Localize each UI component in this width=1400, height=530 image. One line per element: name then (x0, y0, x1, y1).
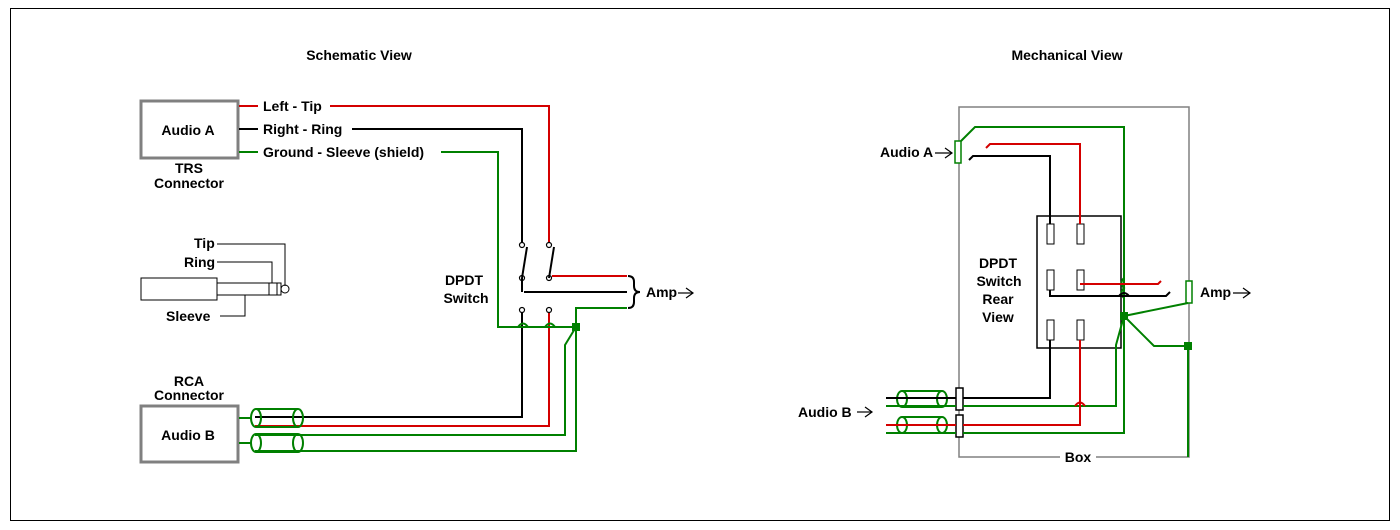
switch-label-line1: DPDT (979, 255, 1018, 271)
trs-plug-icon (140, 243, 290, 317)
mech-audio-a-arrow-icon (935, 147, 954, 159)
mech-audio-b-label: Audio B (798, 404, 852, 420)
dpdt-switch-schematic (518, 241, 555, 314)
schematic-title: Schematic View (306, 47, 412, 63)
amp-jack (1185, 280, 1193, 304)
mech-left-wire (886, 143, 1162, 426)
left-tip-wire (239, 105, 627, 427)
trs-label-line1: TRS (175, 160, 203, 176)
switch-label-line3: Rear (982, 291, 1014, 307)
audio-b-jack-1 (955, 387, 964, 411)
right-ring-label: Right - Ring (263, 121, 342, 137)
mech-ground-wire (886, 126, 1189, 457)
right-ring-wire (239, 128, 627, 418)
mech-audio-a-label: Audio A (880, 144, 933, 160)
left-tip-label: Left - Tip (263, 98, 322, 114)
schematic-view: Schematic View Audio A TRS Connector Lef… (139, 47, 695, 464)
amp-brace (627, 275, 641, 309)
rca-label-line2: Connector (154, 387, 225, 403)
audio-a-jack (954, 140, 962, 164)
ground-junction (572, 323, 580, 331)
plug-tip-label: Tip (194, 235, 215, 251)
switch-label-line2: Switch (976, 273, 1021, 289)
mechanical-view: Mechanical View Box DPDT Switch Rear Vie… (798, 47, 1252, 465)
box-label-bg (1060, 449, 1096, 465)
rca-shield-icon (239, 408, 304, 453)
mechanical-title: Mechanical View (1011, 47, 1122, 63)
switch-lugs (1046, 223, 1085, 341)
audio-b-label: Audio B (161, 427, 215, 443)
audio-b-box (139, 404, 240, 464)
diagram-frame (10, 8, 1390, 521)
dpdt-label-line1: DPDT (445, 272, 484, 288)
audio-a-box (139, 99, 240, 160)
ground-sleeve-wire (239, 151, 627, 452)
audio-b-jack-2 (955, 414, 964, 438)
amp-arrow-icon (678, 287, 695, 299)
plug-ring-label: Ring (184, 254, 215, 270)
mech-ground-junction-2 (1184, 342, 1192, 350)
trs-label-line2: Connector (154, 175, 225, 191)
dpdt-label-line2: Switch (443, 290, 488, 306)
plug-sleeve-label: Sleeve (166, 308, 211, 324)
box-label: Box (1065, 449, 1092, 465)
audio-a-label: Audio A (161, 122, 214, 138)
mech-audio-b-arrow-icon (857, 406, 874, 418)
rca-label-line1: RCA (174, 373, 204, 389)
mech-amp-arrow-icon (1233, 287, 1252, 299)
mech-ground-junction-1 (1120, 312, 1128, 320)
switch-label-line4: View (982, 309, 1014, 325)
amp-label: Amp (646, 284, 677, 300)
mech-amp-label: Amp (1200, 284, 1231, 300)
ground-sleeve-label: Ground - Sleeve (shield) (263, 144, 424, 160)
mech-right-wire (886, 155, 1171, 399)
